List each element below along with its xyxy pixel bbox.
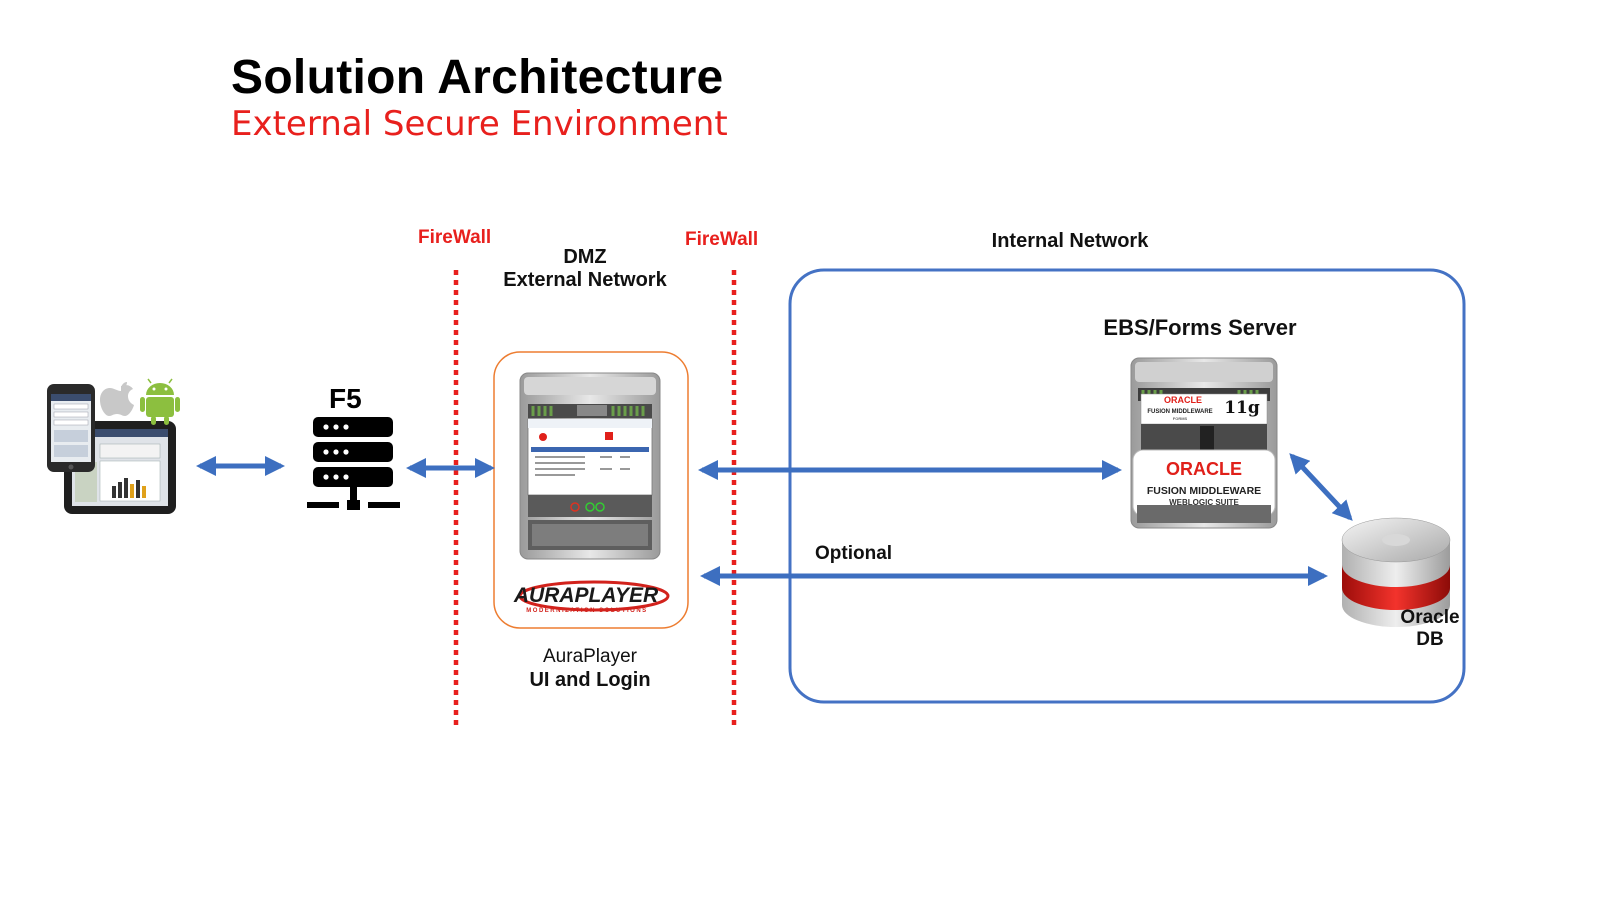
oracle-weblogic-line1: FUSION MIDDLEWARE: [1147, 485, 1261, 497]
oracle-forms-sub2: FORMS: [1173, 416, 1188, 421]
dmz-label-line2: External Network: [503, 269, 667, 291]
auraplayer-label: AuraPlayer UI and Login: [490, 646, 690, 692]
oracle-weblogic-line2: WEBLOGIC SUITE: [1169, 498, 1239, 507]
connections: [196, 453, 1353, 586]
dmz-label-line1: DMZ: [563, 246, 607, 268]
f5-server-icon: [307, 417, 400, 510]
internal-network-label: Internal Network: [991, 230, 1149, 252]
auraplayer-label-line1: AuraPlayer: [543, 646, 637, 667]
ebs-forms-server-icon: ORACLE FUSION MIDDLEWARE FORMS 11g ORACL…: [1130, 357, 1278, 529]
android-icon: [140, 378, 180, 425]
auraplayer-boundary: [493, 351, 689, 629]
ebs-forms-label: EBS/Forms Server: [1103, 315, 1297, 340]
auraplayer-logo-text: AURAPLAYER: [513, 584, 659, 607]
apple-icon: [100, 382, 134, 416]
oracle-forms-sub: FUSION MIDDLEWARE: [1147, 409, 1212, 415]
firewall-left-label: FireWall: [418, 227, 492, 248]
page-subtitle: External Secure Environment: [231, 104, 728, 144]
oracle-forms-brand: ORACLE: [1164, 395, 1202, 405]
firewall-right-label: FireWall: [685, 229, 759, 250]
auraplayer-label-line2: UI and Login: [529, 669, 651, 691]
optional-label: Optional: [815, 543, 893, 564]
auraplayer-logo: AURAPLAYER MODERNIZATION SOLUTIONS: [513, 580, 670, 614]
oracle-db-label-line1: Oracle: [1400, 607, 1460, 628]
oracle-forms-version: 11g: [1224, 398, 1260, 418]
oracle-db-label: Oracle DB: [1380, 607, 1480, 651]
dmz-label: DMZ External Network: [480, 246, 690, 292]
oracle-weblogic-brand: ORACLE: [1166, 459, 1242, 479]
auraplayer-logo-tagline: MODERNIZATION SOLUTIONS: [526, 608, 647, 614]
mobile-devices-icon: [47, 384, 176, 514]
oracle-db-icon: [1341, 517, 1451, 627]
internal-network-boundary: [788, 268, 1466, 704]
page-title: Solution Architecture: [231, 51, 724, 104]
oracle-db-label-line2: DB: [1416, 629, 1444, 650]
arrow-ebs-db: [1289, 453, 1353, 521]
f5-label: F5: [329, 383, 362, 414]
auraplayer-server-icon: [519, 372, 661, 560]
